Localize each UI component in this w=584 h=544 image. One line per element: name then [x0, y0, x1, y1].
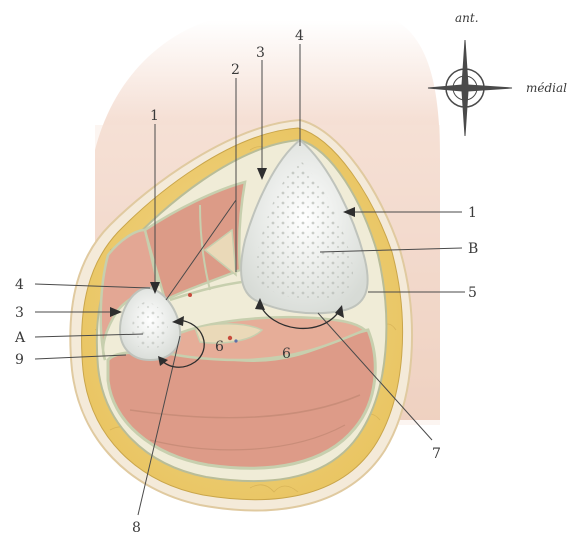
label-3-top: 3: [256, 45, 265, 61]
orientation-compass: [428, 40, 512, 136]
label-4-top: 4: [295, 28, 304, 44]
compass-medial-label: médial: [526, 81, 567, 95]
label-B: B: [468, 241, 478, 257]
label-6-a: 6: [215, 339, 224, 355]
label-5-right: 5: [468, 285, 477, 301]
label-A: A: [14, 330, 26, 346]
label-9-left: 9: [15, 352, 24, 368]
label-1-right: 1: [468, 205, 477, 221]
label-2-top: 2: [231, 62, 240, 78]
label-6-b: 6: [282, 346, 291, 362]
label-7-bottom: 7: [432, 446, 441, 462]
label-3-left: 3: [15, 305, 24, 321]
label-4-left: 4: [15, 277, 24, 293]
label-8-bottom: 8: [132, 520, 141, 536]
label-1-top: 1: [150, 108, 159, 124]
compass-anterior-label: ant.: [455, 11, 479, 25]
